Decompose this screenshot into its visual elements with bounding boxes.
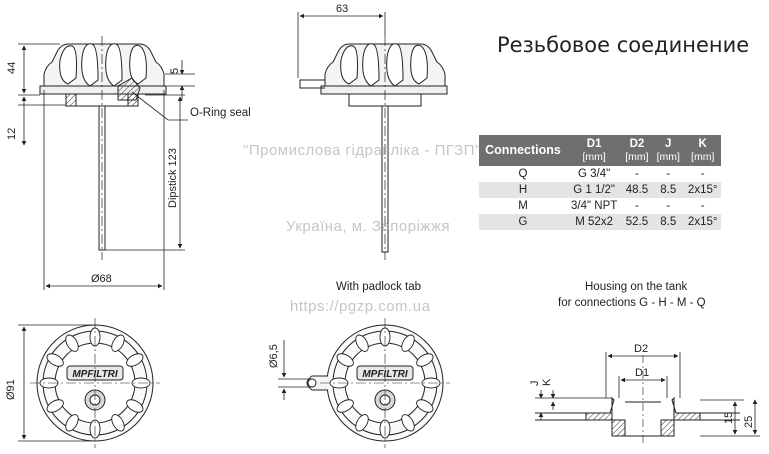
padlock-dimensions (278, 340, 312, 400)
cap-rib (355, 414, 369, 432)
table-cell: 52.5 (621, 214, 653, 230)
cap-rib (65, 334, 79, 352)
table-cell: 3/4" NPT (567, 198, 622, 214)
dim-63: 63 (336, 3, 348, 15)
cap-rib (401, 334, 415, 352)
header-d2: D2[mm] (621, 135, 653, 166)
table-cell: - (652, 166, 684, 182)
table-row: Q G 3/4" - - - (479, 166, 722, 182)
table-cell: M 52x2 (567, 214, 622, 230)
table-cell: H (479, 182, 567, 198)
dim-d65: Ø6,5 (268, 344, 280, 368)
header-d1: D1[mm] (567, 135, 622, 166)
dim-44: 44 (6, 62, 18, 74)
dim-12: 12 (6, 128, 18, 140)
table-cell: - (621, 198, 653, 214)
top-view-dimensions (18, 324, 92, 442)
side-view-1-dimensions (18, 43, 195, 290)
watermark-line-1: "Промислова гідравліка - ПГЗП" (243, 142, 481, 159)
dim-d91: Ø91 (5, 379, 17, 400)
dim-d2: D2 (634, 343, 648, 355)
table-cell: 2x15° (683, 182, 722, 198)
oring-label: O-Ring seal (190, 107, 251, 119)
dim-dipstick: Dipstick 123 (167, 148, 179, 208)
table-cell: 8.5 (652, 182, 684, 198)
page-title: Резьбовое соединение (497, 33, 750, 57)
watermark-line-2: Україна, м. Запоріжжя (286, 218, 451, 235)
padlock-view (306, 318, 450, 448)
header-j: J[mm] (652, 135, 684, 166)
header-connections: Connections (479, 135, 567, 166)
dim-k: K (541, 378, 553, 386)
dim-d68: Ø68 (91, 273, 112, 285)
watermark-line-3: https://pgzp.com.ua (290, 298, 431, 315)
header-k: K[mm] (683, 135, 722, 166)
dim-25: 25 (743, 416, 755, 428)
side-view-1 (39, 36, 167, 260)
housing-caption-2: for connections G - H - M - Q (558, 297, 706, 309)
table-cell: Q (479, 166, 567, 182)
housing-caption-1: Housing on the tank (585, 281, 688, 293)
table-row: M 3/4" NPT - - - (479, 198, 722, 214)
cap-rib (111, 414, 125, 432)
table-cell: M (479, 198, 567, 214)
connections-table: Connections D1[mm] D2[mm] J[mm] K[mm] Q … (479, 135, 722, 230)
housing-view (535, 355, 740, 446)
table-cell: G (479, 214, 567, 230)
side-view-2-dimensions (297, 12, 386, 78)
cap-rib (336, 399, 354, 413)
dim-5: 5 (169, 68, 181, 74)
side-view-2 (299, 36, 448, 260)
cap-rib (111, 334, 125, 352)
dim-15: 15 (723, 412, 735, 424)
cap-rib (416, 399, 434, 413)
cap-rib (336, 353, 354, 367)
top-view-brand: MPFILTRI (72, 369, 118, 380)
table-cell: 8.5 (652, 214, 684, 230)
dim-d1: D1 (635, 367, 649, 379)
cap-rib (126, 399, 144, 413)
table-cell: 48.5 (621, 182, 653, 198)
cap-rib (416, 353, 434, 367)
table-cell: G 1 1/2" (567, 182, 622, 198)
table-cell: - (652, 198, 684, 214)
table-cell: - (683, 198, 722, 214)
housing-dimensions (535, 352, 760, 437)
table-cell: - (683, 166, 722, 182)
padlock-brand: MPFILTRI (362, 369, 408, 380)
cap-rib (126, 353, 144, 367)
cap-rib (46, 353, 64, 367)
table-row: H G 1 1/2" 48.5 8.5 2x15° (479, 182, 722, 198)
table-cell: 2x15° (683, 214, 722, 230)
cap-rib (355, 334, 369, 352)
top-view (30, 318, 160, 448)
table-header-row: Connections D1[mm] D2[mm] J[mm] K[mm] (479, 135, 722, 166)
padlock-caption: With padlock tab (336, 281, 421, 293)
cap-rib (46, 399, 64, 413)
table-cell: G 3/4" (567, 166, 622, 182)
cap-rib (401, 414, 415, 432)
table-cell: - (621, 166, 653, 182)
table-row: G M 52x2 52.5 8.5 2x15° (479, 214, 722, 230)
dim-j: J (529, 381, 541, 387)
cap-rib (65, 414, 79, 432)
